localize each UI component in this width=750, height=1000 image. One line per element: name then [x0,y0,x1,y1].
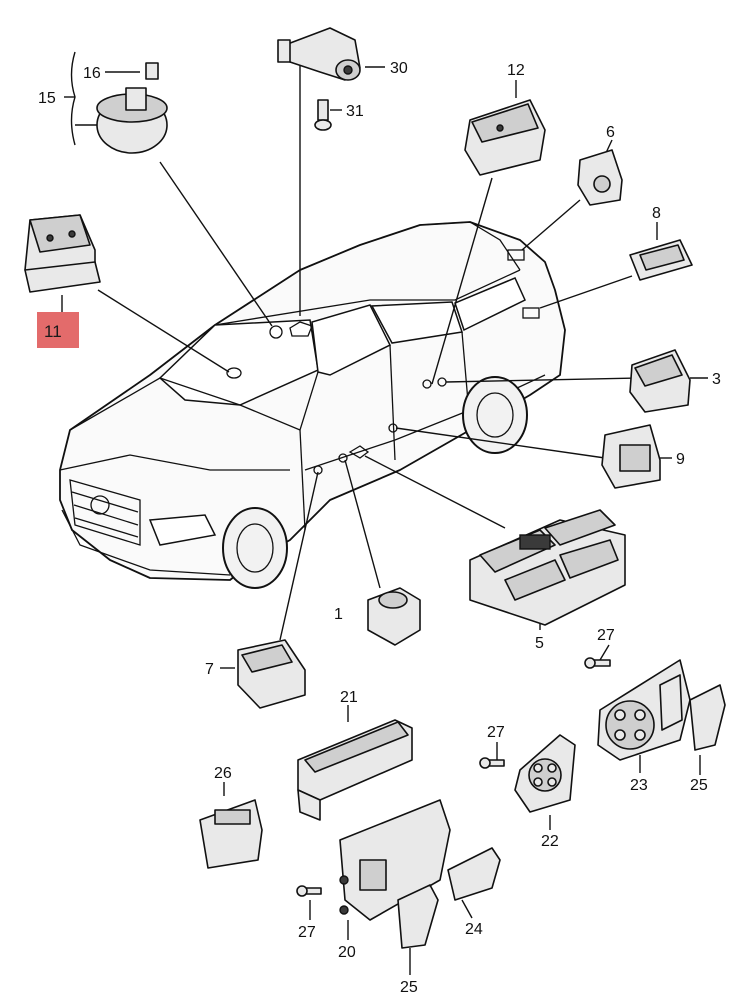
callout-22: 22 [541,833,559,850]
part-25-knob-bottom [397,884,439,949]
callout-26: 26 [214,765,232,782]
part-31-screw [314,99,332,131]
part-27-screw-mid [479,757,505,769]
callout-31: 31 [346,103,364,120]
part-15-light-switch [96,62,168,154]
callout-25-right: 25 [690,777,708,794]
callout-9: 9 [676,451,685,468]
part-27-screw-bottom [296,885,322,897]
callout-5: 5 [535,635,544,652]
part-1-mirror-switch [367,587,421,646]
part-11-window-switch [24,214,101,293]
callout-labels: 16 15 30 31 12 6 8 11 3 9 5 1 7 21 26 27… [38,60,721,996]
callout-16: 16 [83,65,101,82]
part-21-switch-bar [297,719,413,821]
callout-6: 6 [606,124,615,141]
part-9-switch [601,424,661,489]
callout-11: 11 [44,322,62,341]
callout-7: 7 [205,661,214,678]
callout-27-top: 27 [597,627,615,644]
callout-20: 20 [338,944,356,961]
callout-30: 30 [390,60,408,77]
part-22-seat-switch [514,734,576,813]
part-5-window-switch-panel [469,509,626,626]
callout-3: 3 [712,371,721,388]
highlight-box-11 [37,312,79,348]
callout-25-bottom: 25 [400,979,418,996]
car-body [59,221,566,589]
callout-15: 15 [38,90,56,107]
callout-24: 24 [465,921,483,938]
callout-1: 1 [334,606,343,623]
callout-12: 12 [507,62,525,79]
callout-27-bottom: 27 [298,924,316,941]
part-26-switch [199,799,263,869]
part-23-seat-switch [597,659,691,761]
callout-8: 8 [652,205,661,222]
part-6-switch [577,149,623,206]
part-7-switch [237,639,306,709]
part-27-screw-top [584,657,611,669]
callout-23: 23 [630,777,648,794]
callout-27-mid: 27 [487,724,505,741]
part-3-switch [629,349,691,413]
callout-21: 21 [340,689,358,706]
part-8-switch [629,239,693,281]
part-24-knob [447,847,501,901]
part-30-actuator [277,27,361,81]
part-12-switch [464,99,546,176]
part-25-knob-right [689,684,726,751]
